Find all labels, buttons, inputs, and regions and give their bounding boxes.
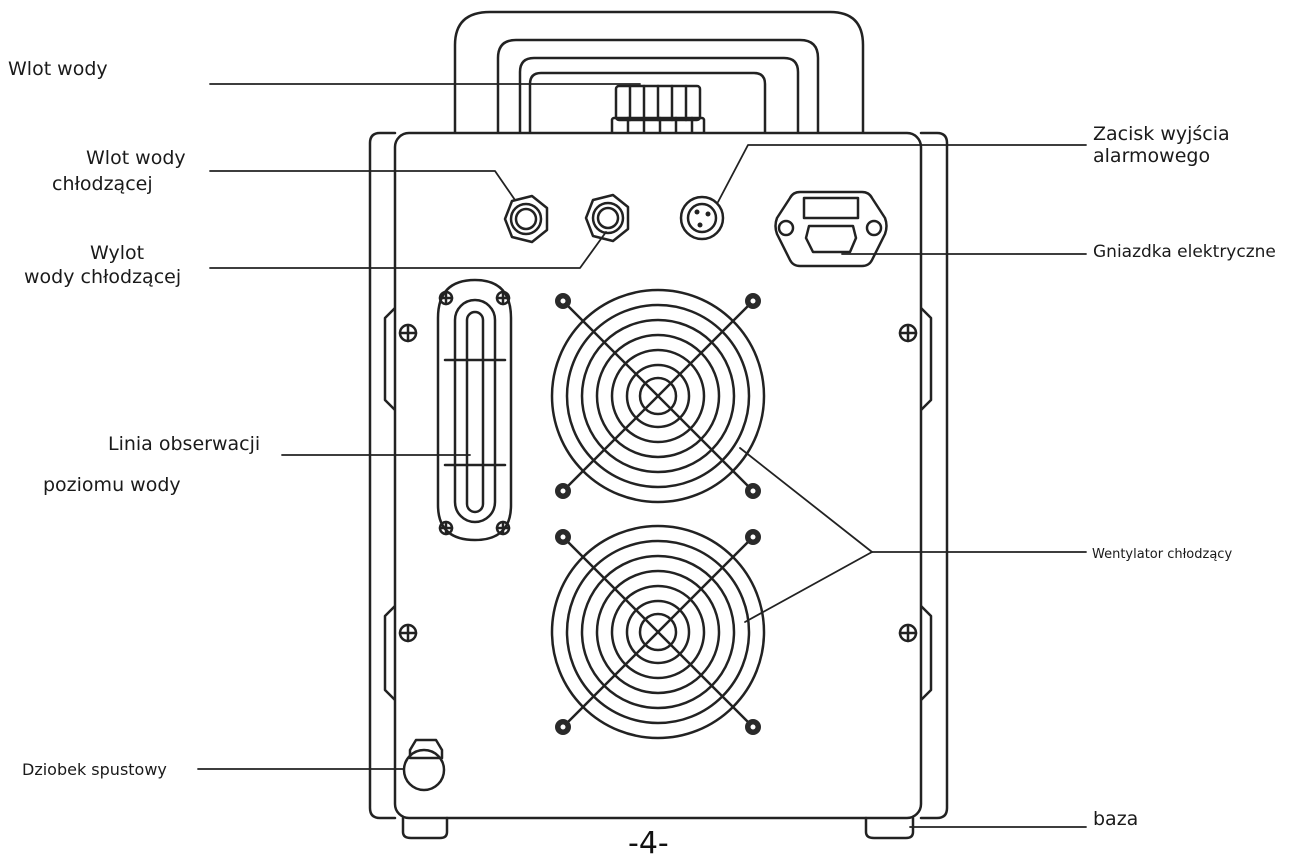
carry-handle xyxy=(453,10,865,135)
drain-spout-fitting xyxy=(402,738,446,792)
label-alarm-output-line2: alarmowego xyxy=(1093,145,1211,167)
rear-panel xyxy=(393,131,923,820)
label-water-level-line1: Linia obserwacji xyxy=(108,433,261,455)
page-number: -4- xyxy=(628,826,669,861)
label-cooling-fan: Wentylator chłodzący xyxy=(1092,547,1233,562)
cooling-water-outlet-fitting xyxy=(584,193,630,243)
cooling-fan-upper xyxy=(550,288,766,504)
side-rail-left xyxy=(368,131,397,820)
alarm-terminal-pins xyxy=(694,209,711,228)
label-cooling-water-inlet-line1: Wlot wody xyxy=(86,147,186,169)
cooling-fan-lower xyxy=(550,524,766,740)
power-socket xyxy=(774,190,888,268)
label-drain-spout: Dziobek spustowy xyxy=(22,760,167,779)
alarm-output-terminal xyxy=(679,195,725,241)
label-base: baza xyxy=(1093,808,1139,830)
water-inlet-connector xyxy=(610,84,706,136)
label-power-socket: Gniazdka elektryczne xyxy=(1093,242,1276,262)
water-level-sight-glass xyxy=(436,278,513,542)
fan-screws xyxy=(555,293,761,735)
panel-screws xyxy=(398,290,918,643)
foot-right xyxy=(864,816,915,840)
foot-left xyxy=(401,816,449,840)
label-water-level-line2: poziomu wody xyxy=(43,474,181,496)
label-cooling-water-outlet-line1: Wylot xyxy=(90,242,145,264)
cooling-water-inlet-fitting xyxy=(503,194,549,244)
label-alarm-output-line1: Zacisk wyjścia xyxy=(1093,123,1230,145)
leader-lines xyxy=(197,83,1087,828)
label-cooling-water-outlet-line2: wody chłodzącej xyxy=(24,266,182,288)
label-water-inlet: Wlot wody xyxy=(8,58,108,80)
side-rail-right xyxy=(919,131,949,820)
label-cooling-water-inlet-line2: chłodzącej xyxy=(52,173,153,195)
